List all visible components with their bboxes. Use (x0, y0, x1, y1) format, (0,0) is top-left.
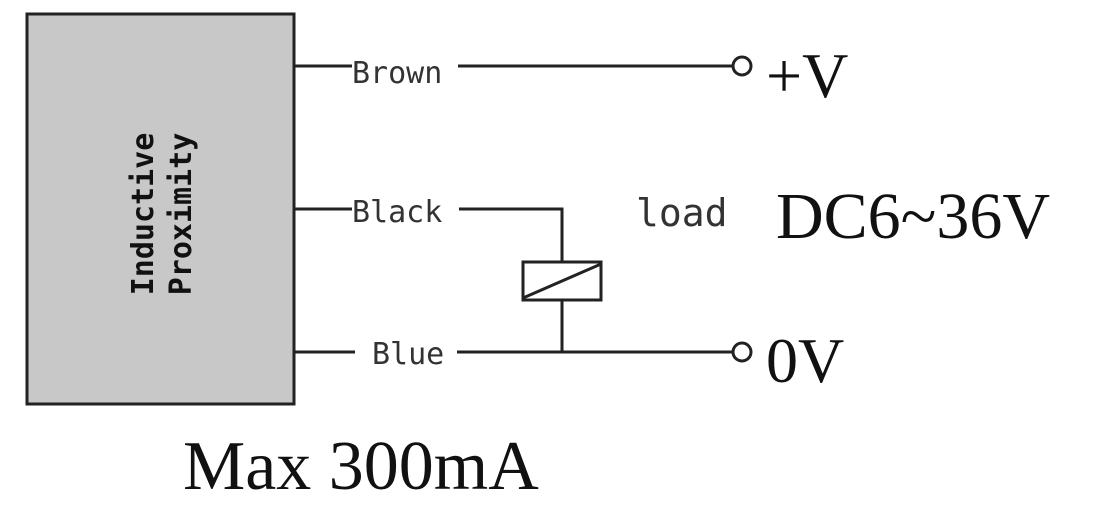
max-current-label: Max 300mA (183, 428, 539, 505)
sensor-label-inductive: Inductive (126, 133, 161, 296)
brown-wire-label: Brown (352, 56, 442, 91)
black-wire (459, 207, 564, 262)
blue-wire-label: Blue (372, 337, 444, 372)
sensor-body (25, 12, 296, 406)
black-wire-label: Black (352, 195, 442, 230)
zero-terminal (731, 341, 753, 363)
positive-terminal (731, 55, 753, 77)
load-symbol (521, 260, 603, 302)
load-diagonal (522, 262, 602, 300)
sensor-label-proximity: Proximity (164, 133, 199, 296)
load-label: load (636, 191, 728, 235)
positive-terminal-label: +V (766, 40, 848, 111)
supply-voltage-label: DC6~36V (776, 180, 1050, 253)
zero-terminal-label: 0V (766, 325, 844, 396)
sensor-label-group: Inductive Proximity (126, 133, 199, 296)
